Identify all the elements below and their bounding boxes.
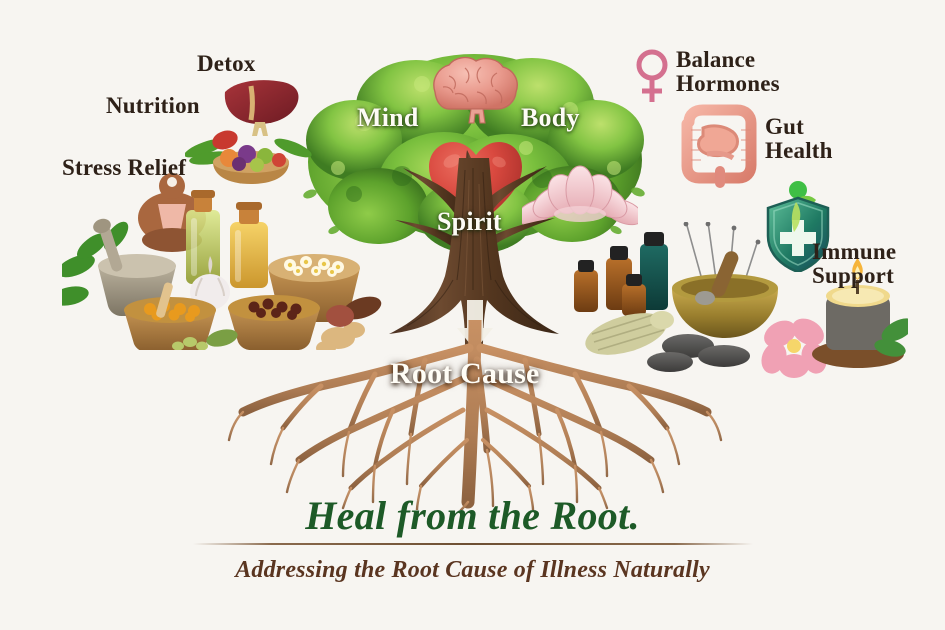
pink-blossom-icon xyxy=(761,318,827,378)
roots-icon xyxy=(227,313,723,512)
oil-bottle-icon xyxy=(186,190,220,284)
mint-leaves-icon xyxy=(874,318,915,357)
hot-stones-icon xyxy=(647,334,750,372)
bay-leaf-icon xyxy=(206,329,238,347)
right-props-group xyxy=(568,221,915,387)
footer-text-block: Heal from the Root. Addressing the Root … xyxy=(0,492,945,584)
label-balance-hormones: Balance Hormones xyxy=(676,47,780,97)
liver-icon xyxy=(221,76,303,147)
label-body: Body xyxy=(521,103,580,132)
title-divider xyxy=(192,543,753,545)
sage-bundle-icon xyxy=(585,311,674,355)
label-nutrition: Nutrition xyxy=(106,93,200,118)
singing-bowl-icon xyxy=(672,251,778,338)
left-props-group xyxy=(51,170,382,355)
page-title: Heal from the Root. xyxy=(305,493,640,538)
tree-roots xyxy=(225,313,725,512)
label-immune-support: Immune Support xyxy=(812,239,897,289)
label-stress-relief: Stress Relief xyxy=(62,155,187,180)
intestines-icon xyxy=(677,104,761,195)
shield-cross-icon xyxy=(762,180,834,277)
cardamom-icon xyxy=(172,337,208,351)
label-root-cause: Root Cause xyxy=(390,357,540,390)
venus-symbol-icon xyxy=(634,48,670,109)
mortar-and-pestle-icon xyxy=(93,218,176,317)
label-mind: Mind xyxy=(357,103,419,132)
trunk-icon xyxy=(389,150,559,348)
label-gut-health: Gut Health xyxy=(765,114,833,164)
fruit-bowl-icon xyxy=(184,118,315,193)
label-detox: Detox xyxy=(197,51,256,76)
page-subtitle: Addressing the Root Cause of Illness Nat… xyxy=(235,557,710,583)
essential-oil-bottles-icon xyxy=(574,232,668,316)
tree-trunk xyxy=(337,150,607,350)
label-spirit: Spirit xyxy=(437,207,502,236)
honey-bottle-icon xyxy=(230,202,268,288)
berries-bowl-icon xyxy=(228,295,320,351)
brain-icon xyxy=(425,54,529,135)
cacao-pod-icon xyxy=(326,296,382,327)
